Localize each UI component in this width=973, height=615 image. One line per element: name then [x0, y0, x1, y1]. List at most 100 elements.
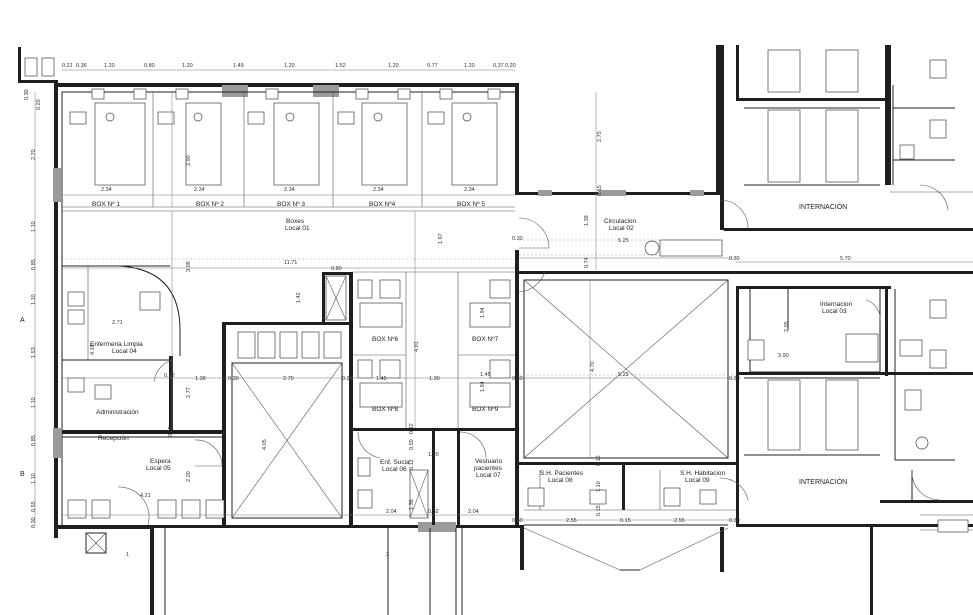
dimension-text: 1.20: [182, 63, 193, 69]
dimension-text: 2.77: [186, 387, 192, 398]
dimension-text: 0.50: [409, 439, 415, 450]
dimension-text: 0.30: [512, 376, 523, 382]
dimension-text: 4.01: [414, 341, 420, 352]
dimension-texts: 0.21 0.36 1.20 0.80 1.20 1.49 1.20 1.52 …: [24, 63, 851, 528]
dimension-text: 0.30: [729, 376, 740, 382]
box-7-label: BOX Nº7: [472, 336, 499, 343]
dimension-text: 0.80: [144, 63, 155, 69]
dimension-text: 1.38: [195, 376, 206, 382]
dimension-text: 1.67: [438, 233, 444, 244]
dimension-text: 4.19: [90, 344, 96, 355]
sh-habitacion-room-local: Local 09: [685, 477, 710, 484]
vestuario-room-local: Local 07: [476, 472, 501, 479]
dimension-text: 2.34: [101, 187, 112, 193]
dimension-text: 3.09: [186, 261, 192, 272]
dimension-text: 0.30: [24, 89, 30, 100]
dimension-text: 2.34: [464, 187, 475, 193]
dimension-text: 0.85: [31, 259, 37, 270]
espera-room-name: Espera: [150, 458, 171, 465]
dimension-text: 5.25: [618, 238, 629, 244]
dimension-text: 2.34: [284, 187, 295, 193]
internacion-room-name: Internacion: [820, 301, 853, 308]
box-2-label: BOX Nº 2: [196, 201, 224, 208]
dimension-text: 1.20: [104, 63, 115, 69]
dimension-text: 0.12: [409, 459, 415, 470]
axis-markers: A B 1 2: [20, 317, 389, 558]
dimension-text: 0.30: [31, 517, 37, 528]
dimension-text: 1.94: [480, 381, 486, 392]
circulation-room-local: Local 02: [609, 225, 634, 232]
dimension-text: 0.80: [331, 266, 342, 272]
dimension-text: 2.04: [386, 509, 397, 515]
sh-pacientes-room-local: Local 08: [548, 477, 573, 484]
internacion-top-label: INTERNACIÓN: [799, 202, 847, 211]
dimension-text: 1.20: [284, 63, 295, 69]
enfermeria-room-local: Local 04: [112, 348, 137, 355]
dimension-text: 1.10: [31, 221, 37, 232]
dimension-text: 4.70: [590, 361, 596, 372]
dimension-text: 0.12: [168, 426, 174, 437]
administracion-label: Administración: [96, 409, 139, 416]
axis-a-label: A: [20, 317, 25, 324]
dimension-text: 2.70: [31, 149, 37, 160]
boxes-room-name: Boxes: [286, 218, 305, 225]
dimension-text: 0.12: [596, 455, 602, 466]
dimension-text: 2.71: [112, 320, 123, 326]
dimension-text: 0.30: [228, 376, 239, 382]
dimension-text: 0.15: [597, 185, 603, 196]
dimension-text: 0.36: [76, 63, 87, 69]
box-3-label: BOX Nº 3: [277, 201, 305, 208]
dimension-text: 1.20: [388, 63, 399, 69]
dimension-text: 2.04: [468, 509, 479, 515]
dimension-text: 1.45: [480, 372, 491, 378]
box-6-label: BOX Nº6: [372, 336, 399, 343]
dimension-text: 0.30: [729, 518, 740, 524]
enfermeria-room-name: Enfermeria Limpia: [90, 341, 143, 348]
dimension-text: 2.55: [566, 518, 577, 524]
dimension-text: 1.20: [428, 452, 439, 458]
dimension-text: 2.90: [186, 155, 192, 166]
axis-2-label: 2: [386, 552, 389, 558]
walls: [18, 45, 973, 615]
furniture: [24, 49, 969, 533]
dimension-text: 4.05: [262, 439, 268, 450]
dimension-text: 0.15: [620, 518, 631, 524]
dimension-text: 2.34: [373, 187, 384, 193]
dimension-text: 0.20: [36, 99, 42, 110]
dimension-text: 2.55: [674, 518, 685, 524]
axis-1-label: 1: [126, 552, 129, 558]
sh-pacientes-room-name: S.H. Pacientes: [540, 470, 584, 477]
dimension-lines: [34, 69, 973, 525]
dimension-text: 1.10: [31, 397, 37, 408]
dimension-text: 2.34: [194, 187, 205, 193]
internacion-bottom-label: INTERNACIÓN: [799, 477, 847, 486]
dimension-text: 0.21: [62, 63, 73, 69]
vestuario-room-name-2: pacientes: [474, 465, 503, 472]
dimension-text: 0.74: [584, 257, 590, 268]
dimension-text: 1.42: [296, 292, 302, 303]
dimension-text: 0.12: [409, 423, 415, 434]
dimension-text: 1.30: [429, 376, 440, 382]
dimension-text: 0.20: [505, 63, 516, 69]
dimension-text: 0.30: [342, 376, 353, 382]
dimension-text: 2.20: [186, 471, 192, 482]
dimension-text: 2.75: [597, 131, 603, 142]
dimension-text: 2.70: [283, 376, 294, 382]
internacion-room-local: Local 03: [822, 308, 847, 315]
sh-habitacion-room-name: S.H. Habitacion: [680, 470, 726, 477]
circulation-room-name: Circulacion: [604, 218, 637, 225]
dimension-text: 11.71: [284, 260, 297, 266]
dimension-text: 1.36: [409, 499, 415, 510]
dimension-text: 1.94: [480, 307, 486, 318]
dimension-text: 1.49: [233, 63, 244, 69]
dimension-text: 1.53: [31, 347, 37, 358]
doors: [117, 184, 949, 526]
dimension-text: 5.70: [840, 256, 851, 262]
vestuario-room-name: Vestuario: [475, 458, 502, 465]
dimension-text: 1.39: [584, 215, 590, 226]
dimension-text: 0.30: [512, 236, 523, 242]
dimension-text: 1.52: [335, 63, 346, 69]
dimension-text: 3.90: [778, 353, 789, 359]
dimension-text: 1.10: [31, 294, 37, 305]
